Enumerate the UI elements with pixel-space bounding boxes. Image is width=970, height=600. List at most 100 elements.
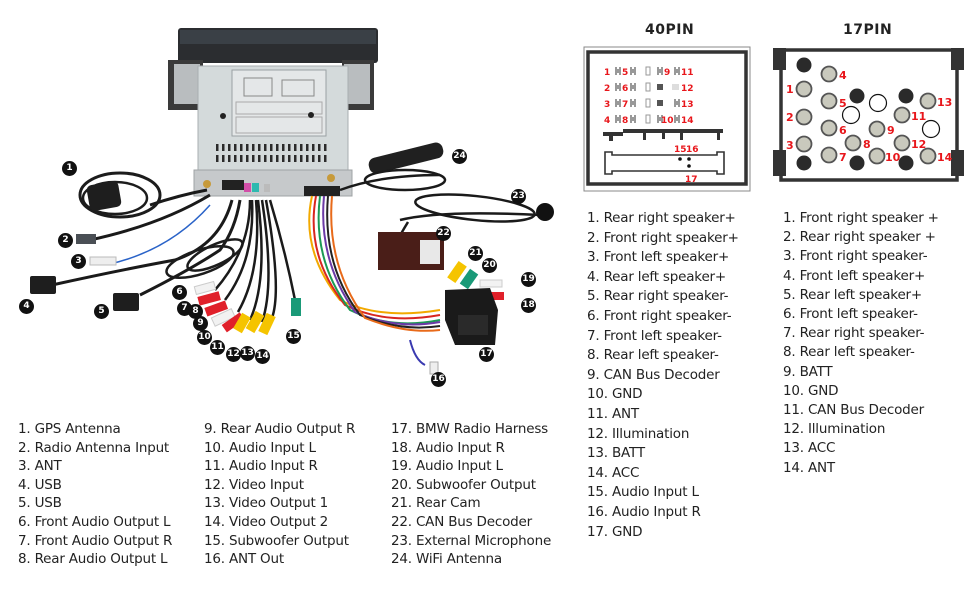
legend-item: 6. Front Audio Output L — [18, 513, 171, 530]
pin17-item: 3. Front right speaker- — [783, 248, 928, 265]
legend-item: 4. USB — [18, 476, 62, 493]
pin40-label-9: 9 — [664, 68, 670, 78]
legend-item: 9. Rear Audio Output R — [204, 421, 356, 437]
audio-r-plug — [482, 292, 504, 300]
callout-14: 14 — [255, 349, 270, 364]
pin40-label-12: 12 — [681, 84, 694, 94]
pin17-item: 9. BATT — [783, 363, 833, 380]
pin17-item: 10. GND — [783, 382, 839, 399]
pin17-label-8: 8 — [863, 138, 871, 151]
pin17-item: 11. CAN Bus Decoder — [783, 402, 924, 419]
pin17-label-11: 11 — [911, 110, 926, 123]
pin40-title: 40PIN — [645, 22, 695, 38]
pin40-item: 13. BATT — [587, 445, 645, 462]
pin40-item: 5. Rear right speaker- — [587, 288, 729, 305]
legend-item: 2. Radio Antenna Input — [18, 439, 170, 456]
legend-item: 22. CAN Bus Decoder — [391, 513, 532, 530]
pin40-label-2: 2 — [604, 84, 610, 94]
usb-connector-1 — [30, 276, 56, 294]
pin40-list: 1. Rear right speaker+ 2. Front right sp… — [587, 209, 739, 542]
pin17-pins — [795, 65, 937, 165]
legend-item: 12. Video Input — [204, 476, 304, 493]
legend-item: 21. Rear Cam — [391, 495, 481, 512]
legend-item: 3. ANT — [18, 458, 62, 475]
pin17-item: 2. Rear right speaker + — [783, 229, 936, 246]
pin40-item: 17. GND — [587, 523, 643, 540]
pin40-item: 4. Rear left speaker+ — [587, 268, 727, 285]
callout-17: 17 — [479, 347, 494, 362]
pin40-label-17: 17 — [685, 175, 698, 185]
radio-antenna-connector — [76, 234, 96, 244]
pin17-label-4: 4 — [839, 69, 847, 82]
pin40-item: 2. Front right speaker+ — [587, 229, 739, 246]
legend-item: 18. Audio Input R — [391, 439, 505, 456]
pin17-label-5: 5 — [839, 97, 847, 110]
gps-antenna — [78, 171, 208, 219]
callout-22: 22 — [436, 226, 451, 241]
callout-10: 10 — [197, 330, 212, 345]
pin40-label-7: 7 — [622, 100, 628, 110]
pin40-label-4: 4 — [604, 116, 610, 126]
pin17-label-3: 3 — [786, 139, 794, 152]
pin17-label-14: 14 — [937, 151, 953, 164]
legend-item: 24. WiFi Antenna — [391, 551, 502, 568]
pin17-item: 4. Front left speaker+ — [783, 267, 926, 284]
pin17-label-13: 13 — [937, 96, 952, 109]
pin17-item: 5. Rear left speaker+ — [783, 286, 923, 303]
bmw-harness-connector — [445, 288, 498, 345]
spec-label — [231, 69, 327, 137]
vent-grille — [216, 144, 327, 162]
legend-item: 11. Audio Input R — [204, 458, 318, 475]
legend-item: 8. Rear Audio Output L — [18, 551, 168, 568]
pin40-label-13: 13 — [681, 100, 694, 110]
pin40-item: 6. Front right speaker- — [587, 307, 732, 324]
callout-2: 2 — [58, 233, 73, 248]
pin40-label-10: 10 — [661, 116, 674, 126]
callout-15: 15 — [286, 329, 301, 344]
fakra-teal — [252, 183, 259, 192]
callout-18: 18 — [521, 298, 536, 313]
pin17-list: 1. Front right speaker + 2. Rear right s… — [783, 209, 939, 478]
wire-harness — [308, 195, 441, 366]
callout-24: 24 — [452, 149, 467, 164]
pin40-label-8: 8 — [622, 116, 628, 126]
pin40-label-1: 1 — [604, 68, 610, 78]
pin40-item: 1. Rear right speaker+ — [587, 210, 736, 226]
pin40-item: 11. ANT — [587, 405, 639, 422]
rca-plugs — [193, 280, 301, 336]
pin40-label-15: 15 — [674, 145, 687, 155]
callout-1: 1 — [62, 161, 77, 176]
legend-item: 23. External Microphone — [391, 532, 552, 549]
legend-col-3: 17. BMW Radio Harness 18. Audio Input R … — [391, 420, 551, 569]
callout-20: 20 — [482, 258, 497, 273]
callout-13: 13 — [240, 346, 255, 361]
legend-item: 19. Audio Input L — [391, 458, 503, 475]
pin17-label-9: 9 — [887, 124, 895, 137]
pin17-label-10: 10 — [885, 151, 901, 164]
callout-12: 12 — [226, 347, 241, 362]
pin17-label-7: 7 — [839, 151, 847, 164]
legend-item: 20. Subwoofer Output — [391, 476, 536, 493]
product-illustration — [30, 28, 554, 375]
callout-23: 23 — [511, 189, 526, 204]
legend-item: 14. Video Output 2 — [204, 513, 329, 530]
canbus-decoder — [378, 232, 444, 270]
pin17-item: 12. Illumination — [783, 421, 886, 438]
pin17-title: 17PIN — [843, 22, 893, 38]
pin40-item: 16. Audio Input R — [587, 503, 701, 520]
pin40-item: 12. Illumination — [587, 425, 690, 442]
pin17-item: 14. ANT — [783, 459, 835, 476]
legend-item: 10. Audio Input L — [204, 439, 316, 456]
legend-item: 1. GPS Antenna — [18, 421, 121, 437]
pin40-item: 14. ACC — [587, 464, 640, 481]
legend-item: 5. USB — [18, 495, 62, 512]
callout-16: 16 — [431, 372, 446, 387]
pin17-label-2: 2 — [786, 111, 794, 124]
wifi-antenna — [339, 142, 447, 192]
pin40-diagram: 1 2 3 4 5 6 7 8 9 10 11 12 13 14 15 16 1… — [583, 46, 751, 192]
callout-19: 19 — [521, 272, 536, 287]
pin40-label-16: 16 — [686, 145, 699, 155]
pin40-label-11: 11 — [681, 68, 694, 78]
callout-3: 3 — [71, 254, 86, 269]
legend-item: 15. Subwoofer Output — [204, 532, 349, 549]
